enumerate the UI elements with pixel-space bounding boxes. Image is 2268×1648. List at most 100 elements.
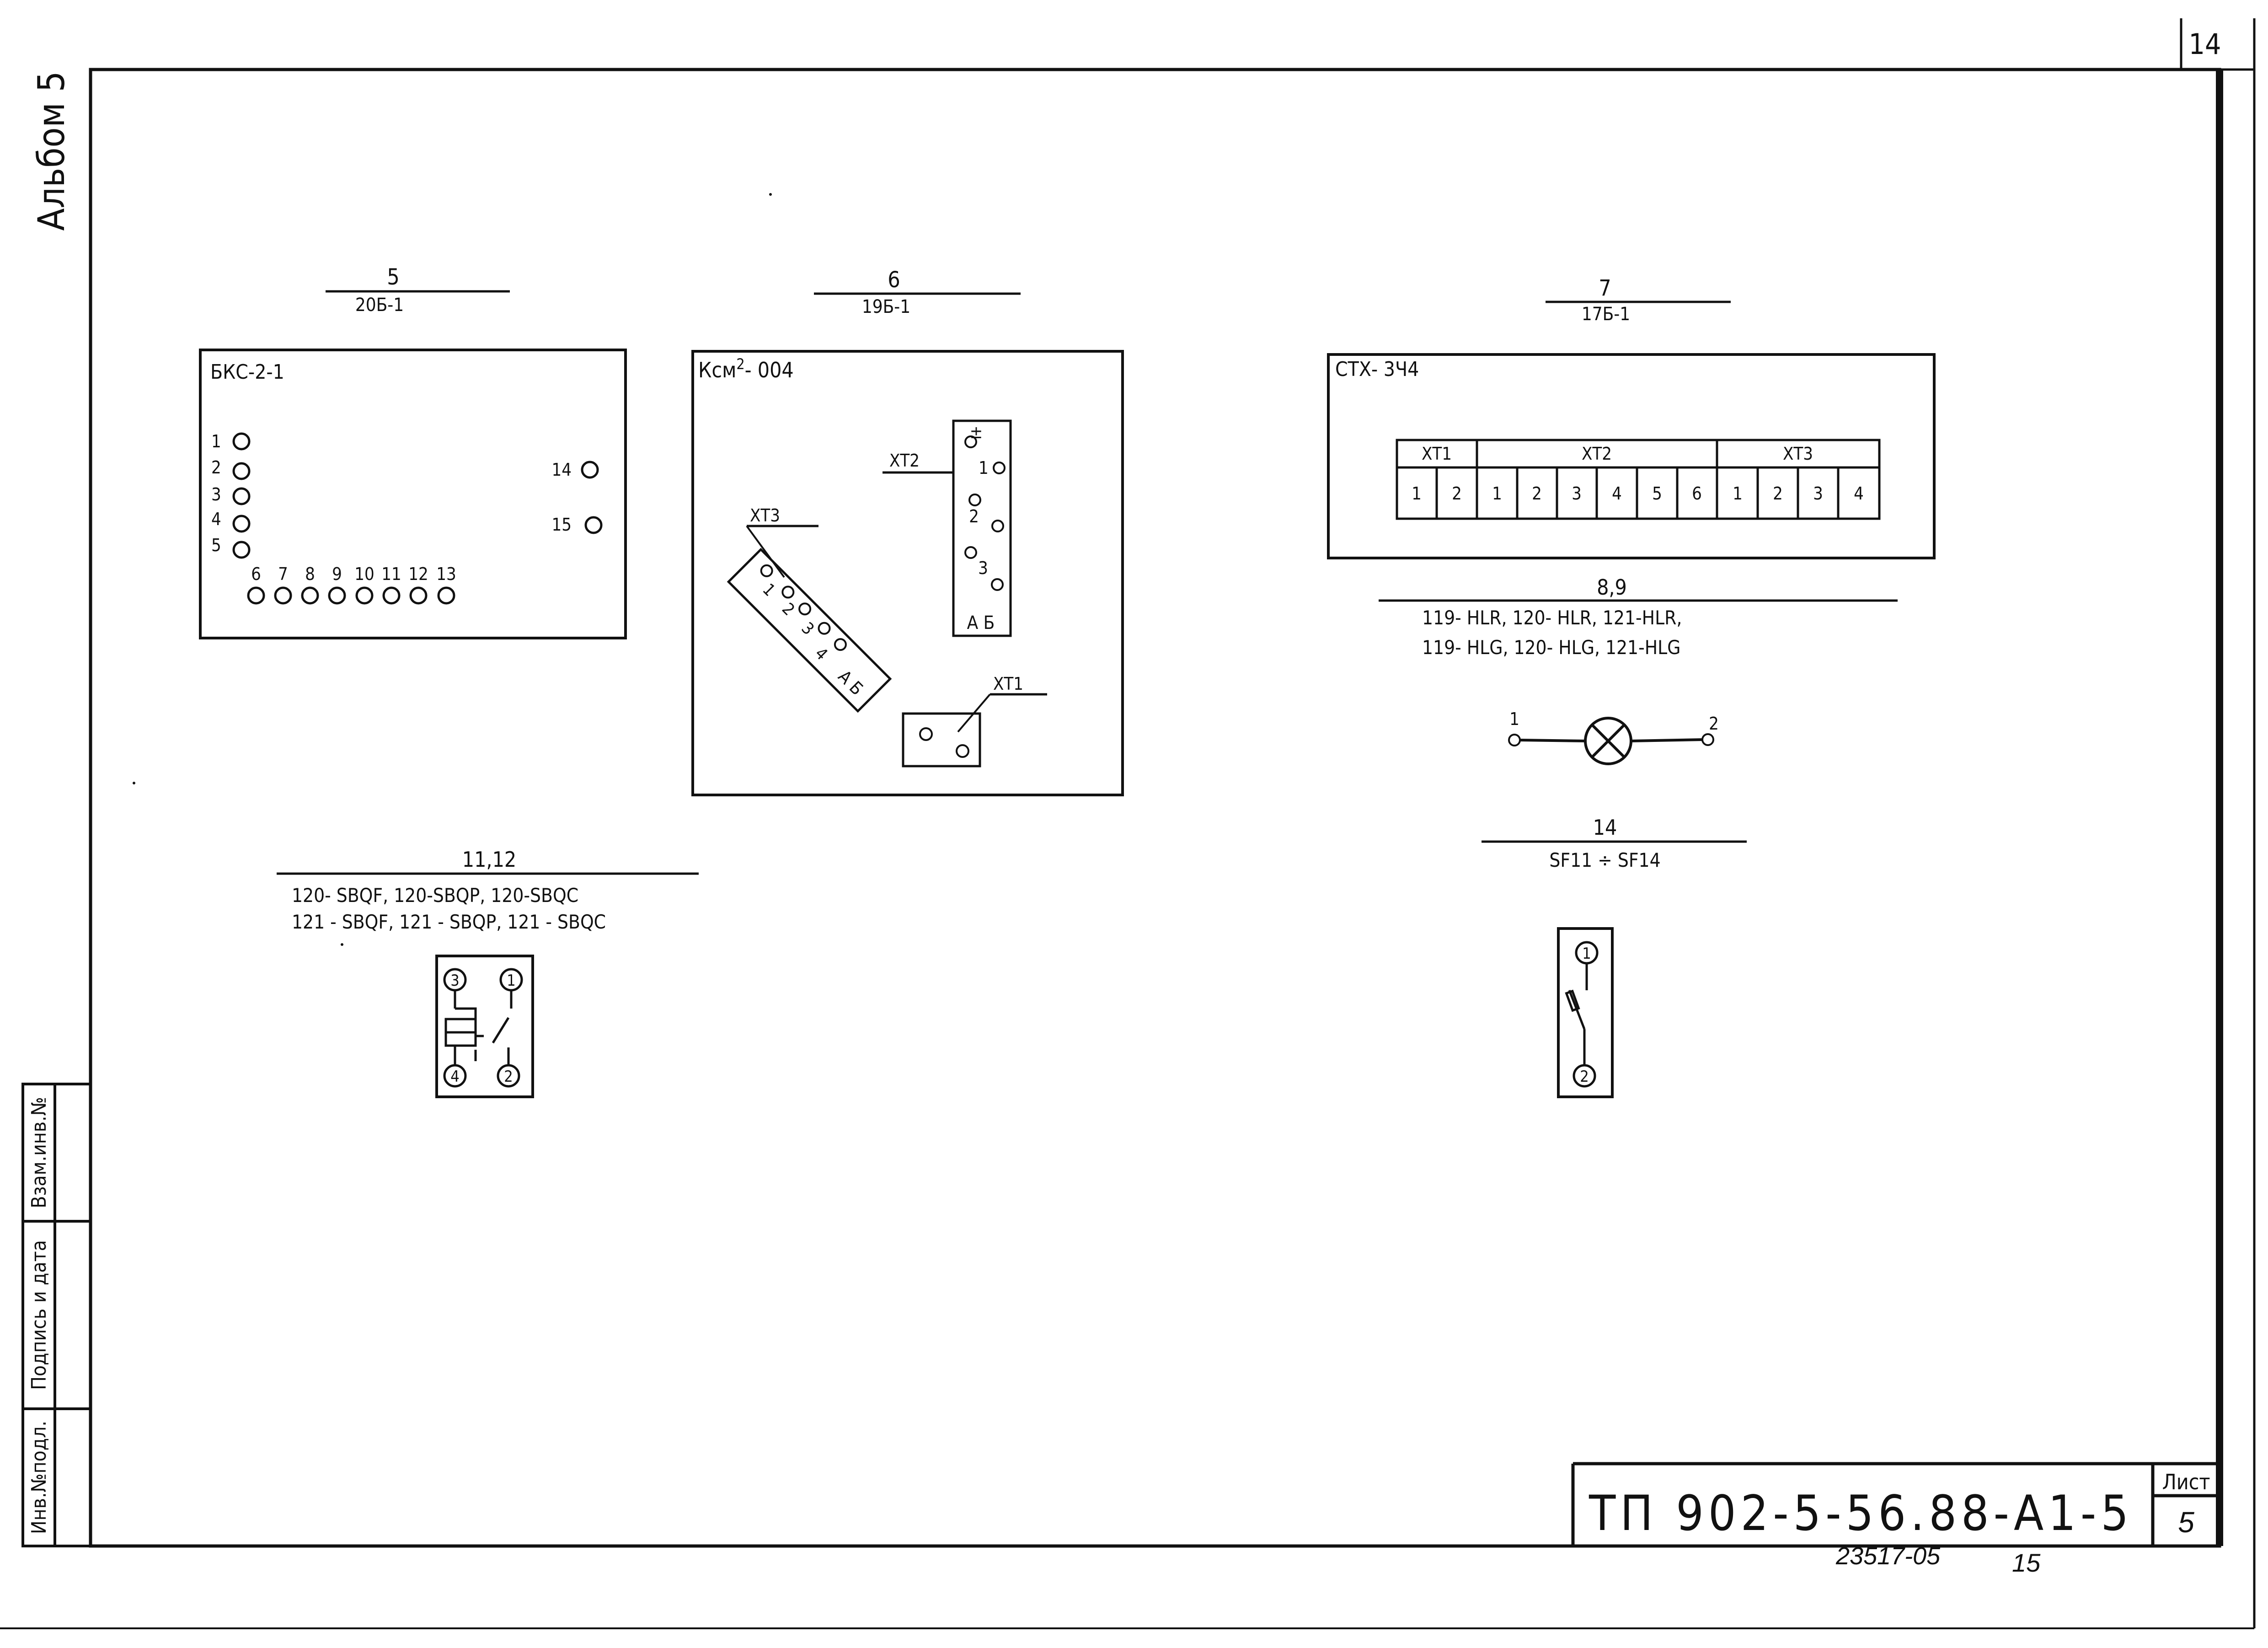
stx-xt2-t2: 2 [1532, 483, 1542, 504]
stx-xt1-t2: 2 [1452, 483, 1462, 504]
stx-pos-number: 7 [1599, 275, 1611, 301]
ksm-strip-pin [964, 546, 977, 559]
bks-code: 20Б-1 [355, 295, 404, 316]
stx-box [1327, 353, 1936, 559]
ksm-code: 19Б-1 [862, 296, 910, 317]
lamp-pos-number: 8,9 [1597, 575, 1627, 600]
stx-terminal-table [1396, 439, 1881, 520]
ksm-strip-pin [991, 520, 1004, 532]
ksm-xt3-strip: 1 2 3 4 А Б [727, 548, 892, 713]
bks-term-4 [232, 515, 251, 533]
bks-box [199, 349, 627, 639]
stray-dot [133, 782, 135, 784]
side-stamp-replacement-inv: Взам.инв.№ [27, 1097, 51, 1208]
bks-term-7 [274, 586, 292, 605]
ksm-strip-num-1: 1 [979, 458, 989, 478]
bks-term-15 [584, 516, 603, 534]
panel-lamp: 8,9 119- HLR, 120- HLR, 121-HLR, 119- HL… [1379, 575, 1898, 765]
lamp-refs-line2: 119- HLG, 120- HLG, 121-HLG [1422, 636, 1680, 659]
ksm-xt1-pin [919, 727, 933, 741]
lamp-pin-1-label: 1 [1509, 709, 1519, 729]
document-code: ТП 902-5-56.88-А1-5 [1589, 1485, 2133, 1541]
ksm-diag-pin [834, 638, 847, 651]
ksm-diag-num-3: 3 [797, 619, 818, 639]
breaker-pos-number: 14 [1593, 815, 1617, 840]
bks-term-14-label: 14 [552, 460, 572, 480]
button-pos-number: 11,12 [462, 847, 516, 872]
bks-term-2-label: 2 [211, 457, 221, 478]
side-stamp-signature-date: Подпись и дата [27, 1240, 51, 1390]
stx-xt2-t4: 4 [1612, 483, 1622, 504]
corner-number: 14 [2189, 27, 2221, 61]
sheet-label: Лист [2162, 1470, 2210, 1494]
stx-group-xt3: ХТ3 [1783, 444, 1813, 464]
stray-dot [341, 943, 343, 946]
ksm-title-sup: 2 [736, 355, 744, 373]
ksm-box [691, 350, 1124, 796]
bks-term-8 [301, 586, 319, 605]
bks-term-2 [232, 462, 251, 480]
ksm-xt3-label: ХТ3 [750, 505, 780, 526]
ksm-xt1-pin [956, 744, 969, 758]
ksm-strip-footer: А Б [967, 612, 995, 633]
bks-term-7-label: 7 [278, 564, 288, 584]
bks-term-9 [328, 586, 346, 605]
title-block [1571, 1462, 2220, 1546]
ksm-strip-pin [968, 494, 981, 506]
lamp-refs-line1: 119- HLR, 120- HLR, 121-HLR, [1422, 607, 1682, 629]
button-pin-3-label: 3 [450, 972, 459, 990]
stx-xt2-t1: 1 [1492, 483, 1502, 504]
side-stamp [21, 1083, 92, 1547]
panel-breaker: 14 SF11 ÷ SF14 1 2 [1482, 815, 1747, 1098]
bks-term-4-label: 4 [211, 509, 221, 529]
ksm-diag-pin [781, 585, 795, 599]
stx-group-xt1: ХТ1 [1422, 444, 1452, 464]
breaker-box [1557, 927, 1614, 1098]
ksm-strip-pin [993, 462, 1006, 474]
breaker-switch-symbol [1565, 963, 1588, 1065]
ksm-strip-num-3: 3 [978, 558, 988, 578]
ksm-diag-pin [760, 564, 773, 577]
bks-term-6 [247, 586, 265, 605]
stx-group-xt2: ХТ2 [1582, 444, 1612, 464]
stx-xt2-t6: 6 [1692, 483, 1702, 504]
bks-term-6-label: 6 [251, 564, 261, 584]
bks-term-8-label: 8 [305, 564, 315, 584]
panel-stx: 7 17Б-1 СТХ- 3Ч4 ХТ1 ХТ2 ХТ3 1 2 1 2 3 [1327, 275, 1936, 559]
lamp-pin-2-label: 2 [1709, 714, 1719, 734]
stx-xt2-t3: 3 [1572, 483, 1582, 504]
sheet-number: 5 [2178, 1506, 2194, 1539]
footer-page: 15 [2012, 1548, 2041, 1577]
bks-term-9-label: 9 [332, 564, 342, 584]
bks-term-10-label: 10 [354, 564, 374, 584]
stx-code: 17Б-1 [1582, 304, 1630, 325]
stray-dot [769, 193, 772, 196]
button-box [435, 955, 534, 1098]
bks-term-1-label: 1 [211, 431, 221, 451]
breaker-pin-1-label: 1 [1582, 945, 1591, 963]
stx-xt3-t3: 3 [1813, 483, 1823, 504]
ksm-xt1-label: ХТ1 [993, 674, 1023, 694]
footer-number: 23517-05 [1835, 1542, 1941, 1570]
breaker-refs: SF11 ÷ SF14 [1549, 849, 1660, 871]
ksm-diag-num-4: 4 [811, 644, 831, 664]
ksm-diag-num-1: 1 [759, 580, 779, 600]
ksm-strip-num-2: 2 [969, 506, 979, 526]
bks-term-5-label: 5 [211, 535, 221, 555]
ksm-pos-number: 6 [888, 267, 900, 293]
bks-pos-number: 5 [387, 264, 399, 290]
bks-term-10 [355, 586, 374, 605]
bks-term-5 [232, 541, 251, 559]
stx-title: СТХ- 3Ч4 [1335, 358, 1419, 381]
ksm-diag-num-2: 2 [778, 600, 798, 620]
ksm-title: Ксм2- 004 [698, 355, 794, 382]
bks-title: БКС-2-1 [210, 360, 284, 384]
ksm-diag-footer: А Б [834, 666, 867, 699]
button-pin-2-label: 2 [504, 1068, 513, 1086]
bks-term-12 [409, 586, 428, 605]
side-stamp-original-inv: Инв.№подл. [27, 1421, 51, 1534]
bks-term-15-label: 15 [552, 515, 572, 535]
ksm-strip-pin [964, 435, 977, 448]
stx-xt3-t4: 4 [1854, 483, 1864, 504]
